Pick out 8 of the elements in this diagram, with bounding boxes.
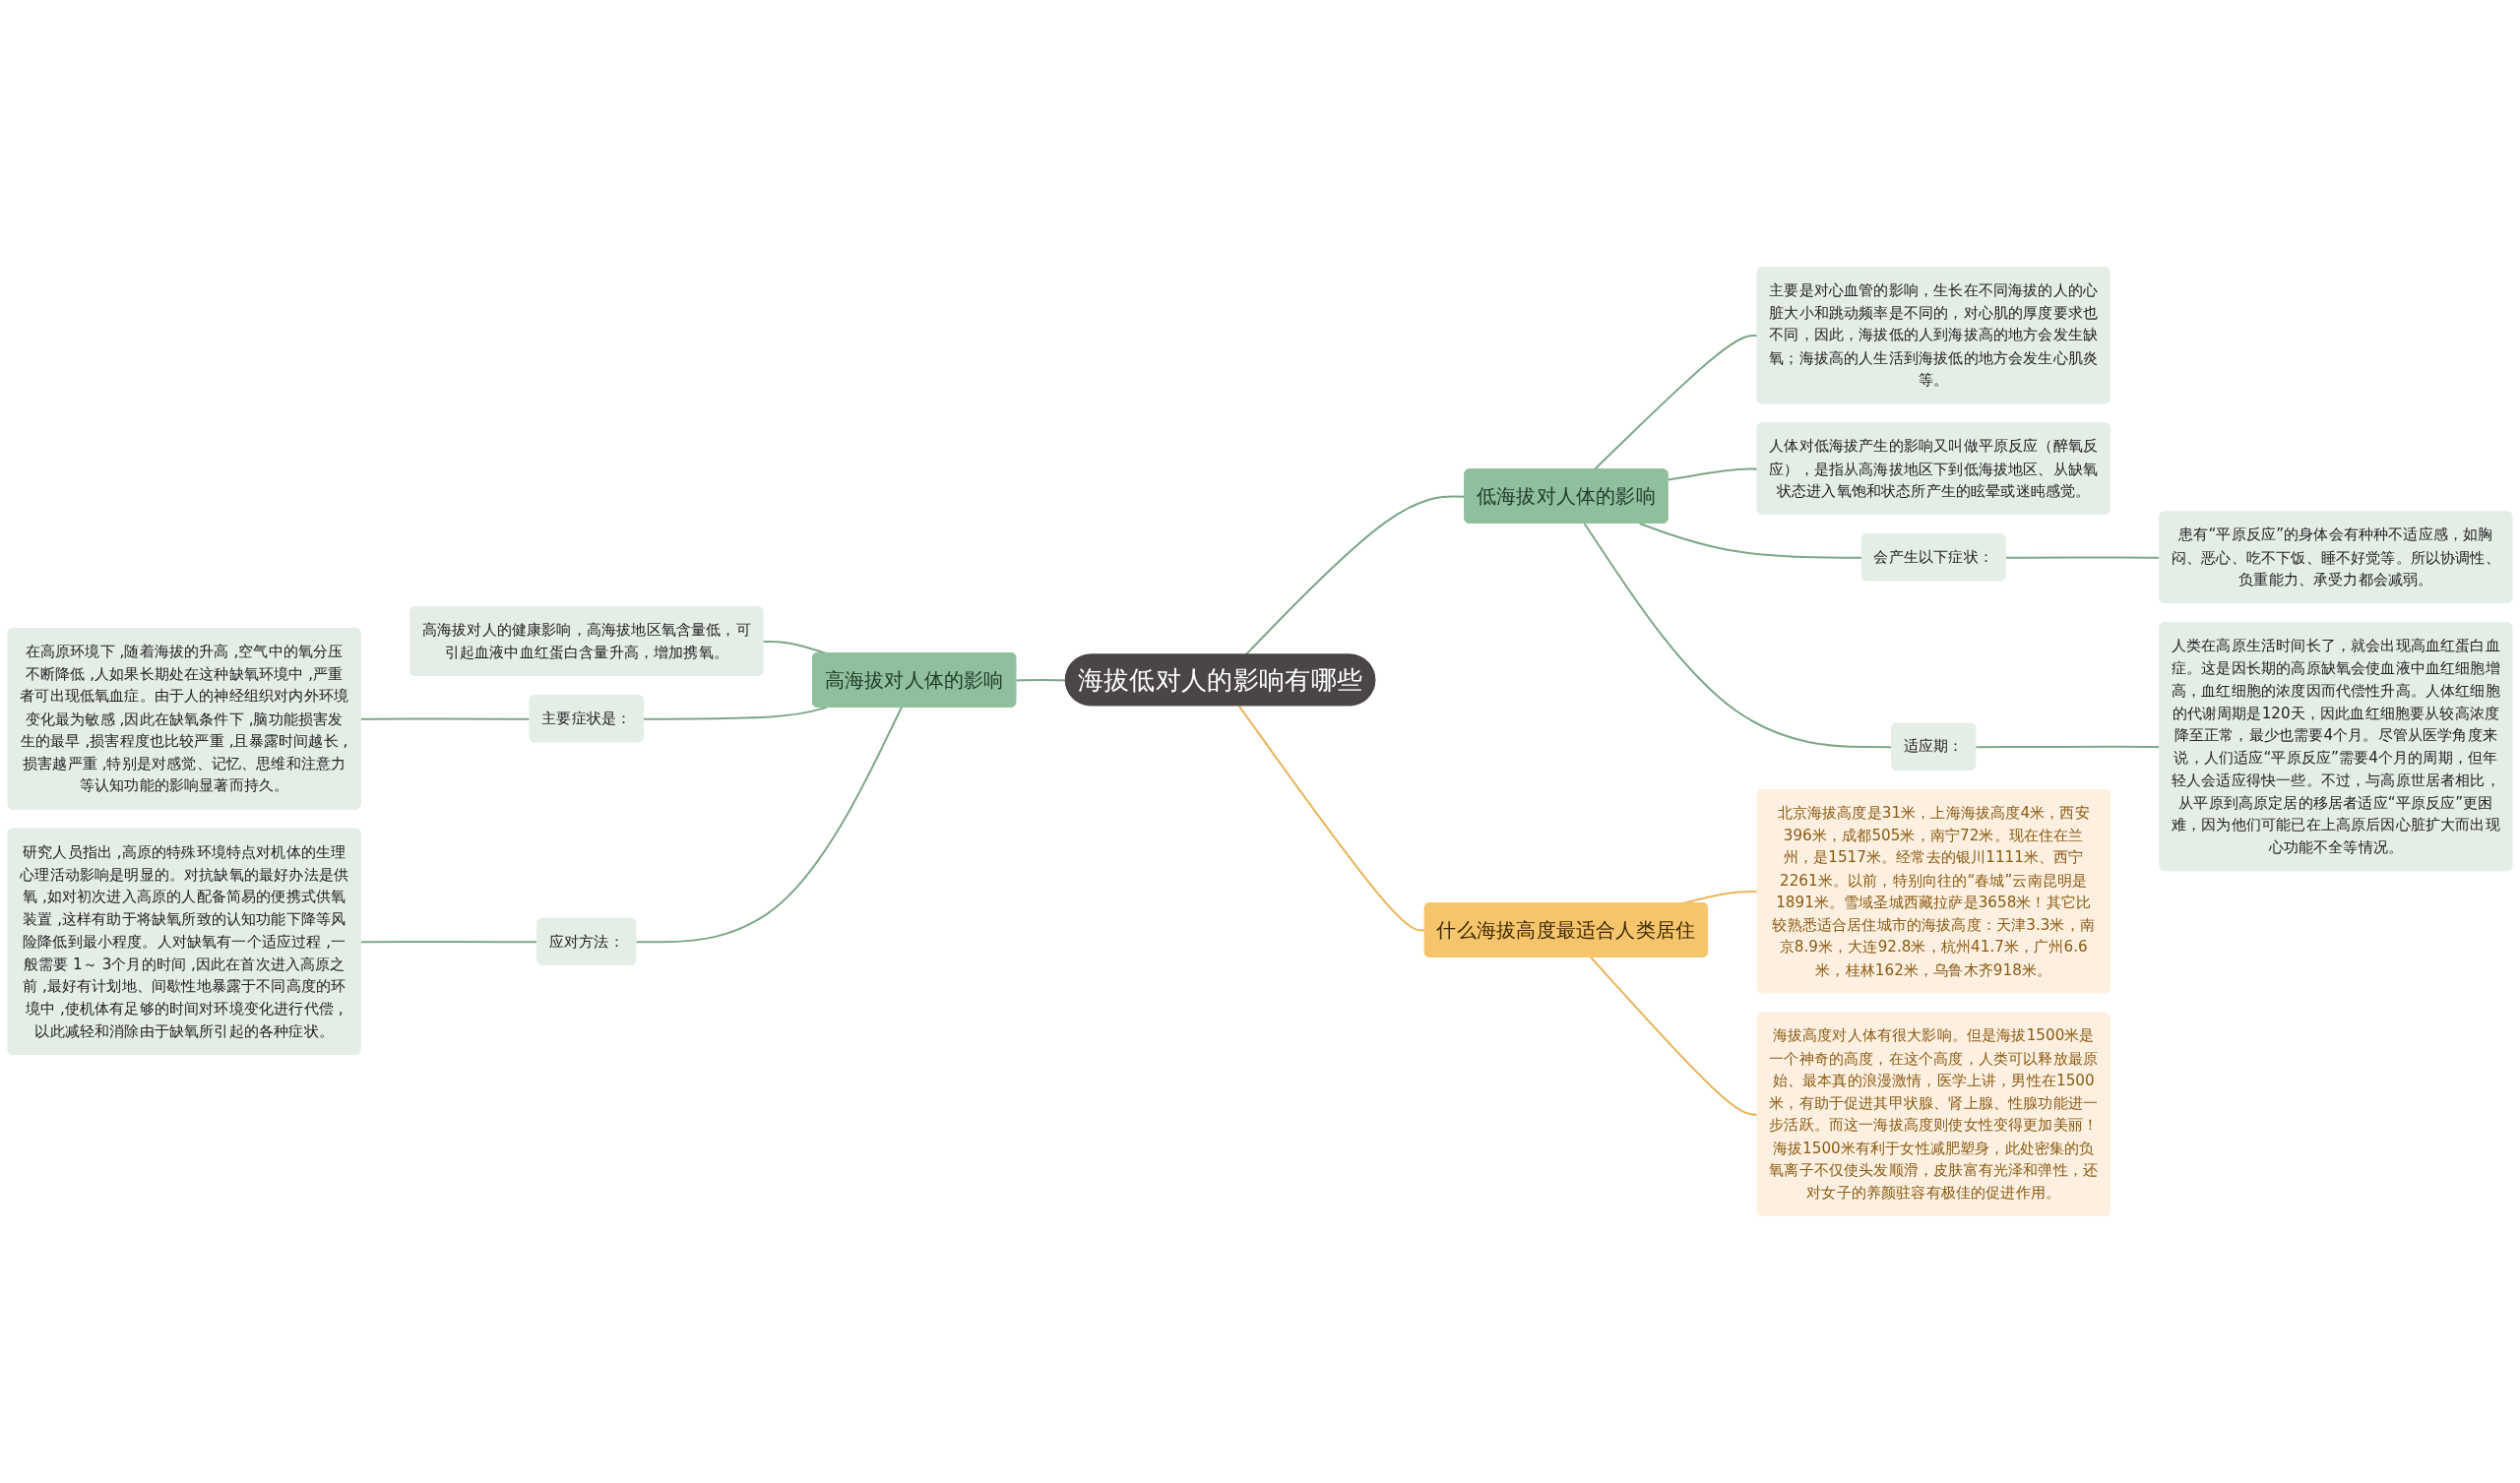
connector [636, 707, 903, 944]
connector [1668, 467, 1758, 481]
connector [1590, 957, 1758, 1116]
connector [360, 717, 531, 720]
connector [643, 706, 828, 720]
connector [1639, 523, 1862, 559]
connector [1016, 679, 1066, 682]
connector [1237, 705, 1425, 932]
